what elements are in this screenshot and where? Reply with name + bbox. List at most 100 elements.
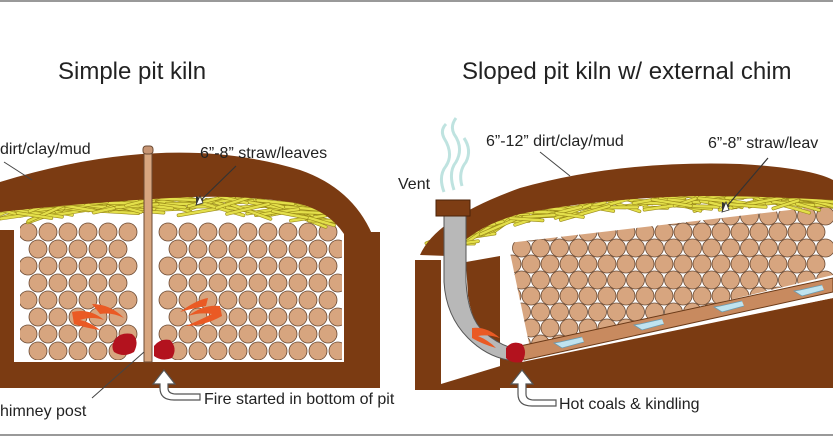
pot bbox=[229, 274, 247, 292]
pot bbox=[319, 291, 337, 309]
pot bbox=[551, 303, 569, 321]
pot bbox=[29, 240, 47, 258]
pot bbox=[59, 223, 77, 241]
pot bbox=[269, 308, 287, 326]
pot bbox=[319, 257, 337, 275]
pot bbox=[579, 287, 597, 305]
pot bbox=[99, 223, 117, 241]
pot bbox=[279, 223, 297, 241]
pot bbox=[309, 274, 327, 292]
pot bbox=[309, 240, 327, 258]
left-label-fire: Fire started in bottom of pit bbox=[204, 391, 395, 408]
vent-smoke bbox=[441, 118, 468, 192]
pot bbox=[769, 223, 787, 241]
pot bbox=[598, 287, 616, 305]
simple-pit-kiln: Simple pit kiln dirt/clay/mud 6”-8” stra… bbox=[0, 58, 395, 420]
pot bbox=[522, 223, 540, 241]
pot bbox=[541, 319, 559, 337]
chimney-top bbox=[436, 200, 470, 216]
pot bbox=[703, 239, 721, 257]
pot bbox=[560, 255, 578, 273]
pot bbox=[249, 274, 267, 292]
pot bbox=[69, 274, 87, 292]
pot bbox=[159, 223, 177, 241]
pot bbox=[229, 308, 247, 326]
pot bbox=[570, 271, 588, 289]
pot bbox=[109, 274, 127, 292]
pot bbox=[636, 287, 654, 305]
pot bbox=[741, 239, 759, 257]
pot bbox=[541, 255, 559, 273]
pot bbox=[179, 325, 197, 343]
right-dirt-pointer bbox=[540, 152, 570, 176]
pot bbox=[722, 239, 740, 257]
pot bbox=[239, 257, 257, 275]
pot bbox=[665, 271, 683, 289]
pot bbox=[49, 274, 67, 292]
pot bbox=[598, 255, 616, 273]
pot bbox=[19, 257, 37, 275]
pot bbox=[731, 223, 749, 241]
pot bbox=[579, 255, 597, 273]
sloped-pit-kiln: Sloped pit kiln w/ external chim Vent 6”… bbox=[398, 58, 833, 413]
pot bbox=[760, 271, 778, 289]
left-title: Simple pit kiln bbox=[58, 58, 206, 85]
pot bbox=[269, 240, 287, 258]
pot bbox=[788, 255, 806, 273]
pot bbox=[741, 271, 759, 289]
pot bbox=[636, 255, 654, 273]
pot bbox=[309, 342, 327, 360]
pot bbox=[59, 291, 77, 309]
pot bbox=[189, 240, 207, 258]
pot bbox=[655, 255, 673, 273]
pot bbox=[703, 271, 721, 289]
pot bbox=[169, 274, 187, 292]
pot bbox=[712, 255, 730, 273]
chimney-post bbox=[144, 152, 152, 362]
pot bbox=[249, 308, 267, 326]
right-title: Sloped pit kiln w/ external chim bbox=[462, 58, 791, 85]
pot bbox=[674, 255, 692, 273]
pot bbox=[89, 342, 107, 360]
pot bbox=[69, 342, 87, 360]
pot bbox=[684, 239, 702, 257]
pot bbox=[269, 342, 287, 360]
pot bbox=[807, 223, 825, 241]
pot bbox=[79, 257, 97, 275]
pot bbox=[627, 303, 645, 321]
pot bbox=[617, 223, 635, 241]
pot bbox=[19, 291, 37, 309]
pot bbox=[665, 239, 683, 257]
pot bbox=[99, 325, 117, 343]
pot bbox=[119, 291, 137, 309]
pot bbox=[617, 287, 635, 305]
pot bbox=[79, 223, 97, 241]
pot bbox=[179, 257, 197, 275]
pot bbox=[99, 257, 117, 275]
pot bbox=[179, 223, 197, 241]
pot bbox=[69, 240, 87, 258]
pot bbox=[299, 257, 317, 275]
pot bbox=[646, 239, 664, 257]
pot bbox=[209, 342, 227, 360]
pot bbox=[750, 223, 768, 241]
pot bbox=[49, 308, 67, 326]
pot bbox=[807, 255, 825, 273]
pot bbox=[760, 239, 778, 257]
pot bbox=[109, 240, 127, 258]
pot bbox=[199, 257, 217, 275]
pot bbox=[29, 308, 47, 326]
pot bbox=[119, 257, 137, 275]
pot bbox=[49, 240, 67, 258]
pot bbox=[249, 342, 267, 360]
pot bbox=[684, 271, 702, 289]
pot bbox=[693, 223, 711, 241]
chimney-post-cap bbox=[143, 146, 153, 154]
pot bbox=[219, 223, 237, 241]
pot bbox=[229, 342, 247, 360]
pot bbox=[89, 274, 107, 292]
pot bbox=[219, 325, 237, 343]
pot bbox=[798, 239, 816, 257]
left-label-straw: 6”-8” straw/leaves bbox=[200, 145, 327, 162]
pot bbox=[788, 223, 806, 241]
